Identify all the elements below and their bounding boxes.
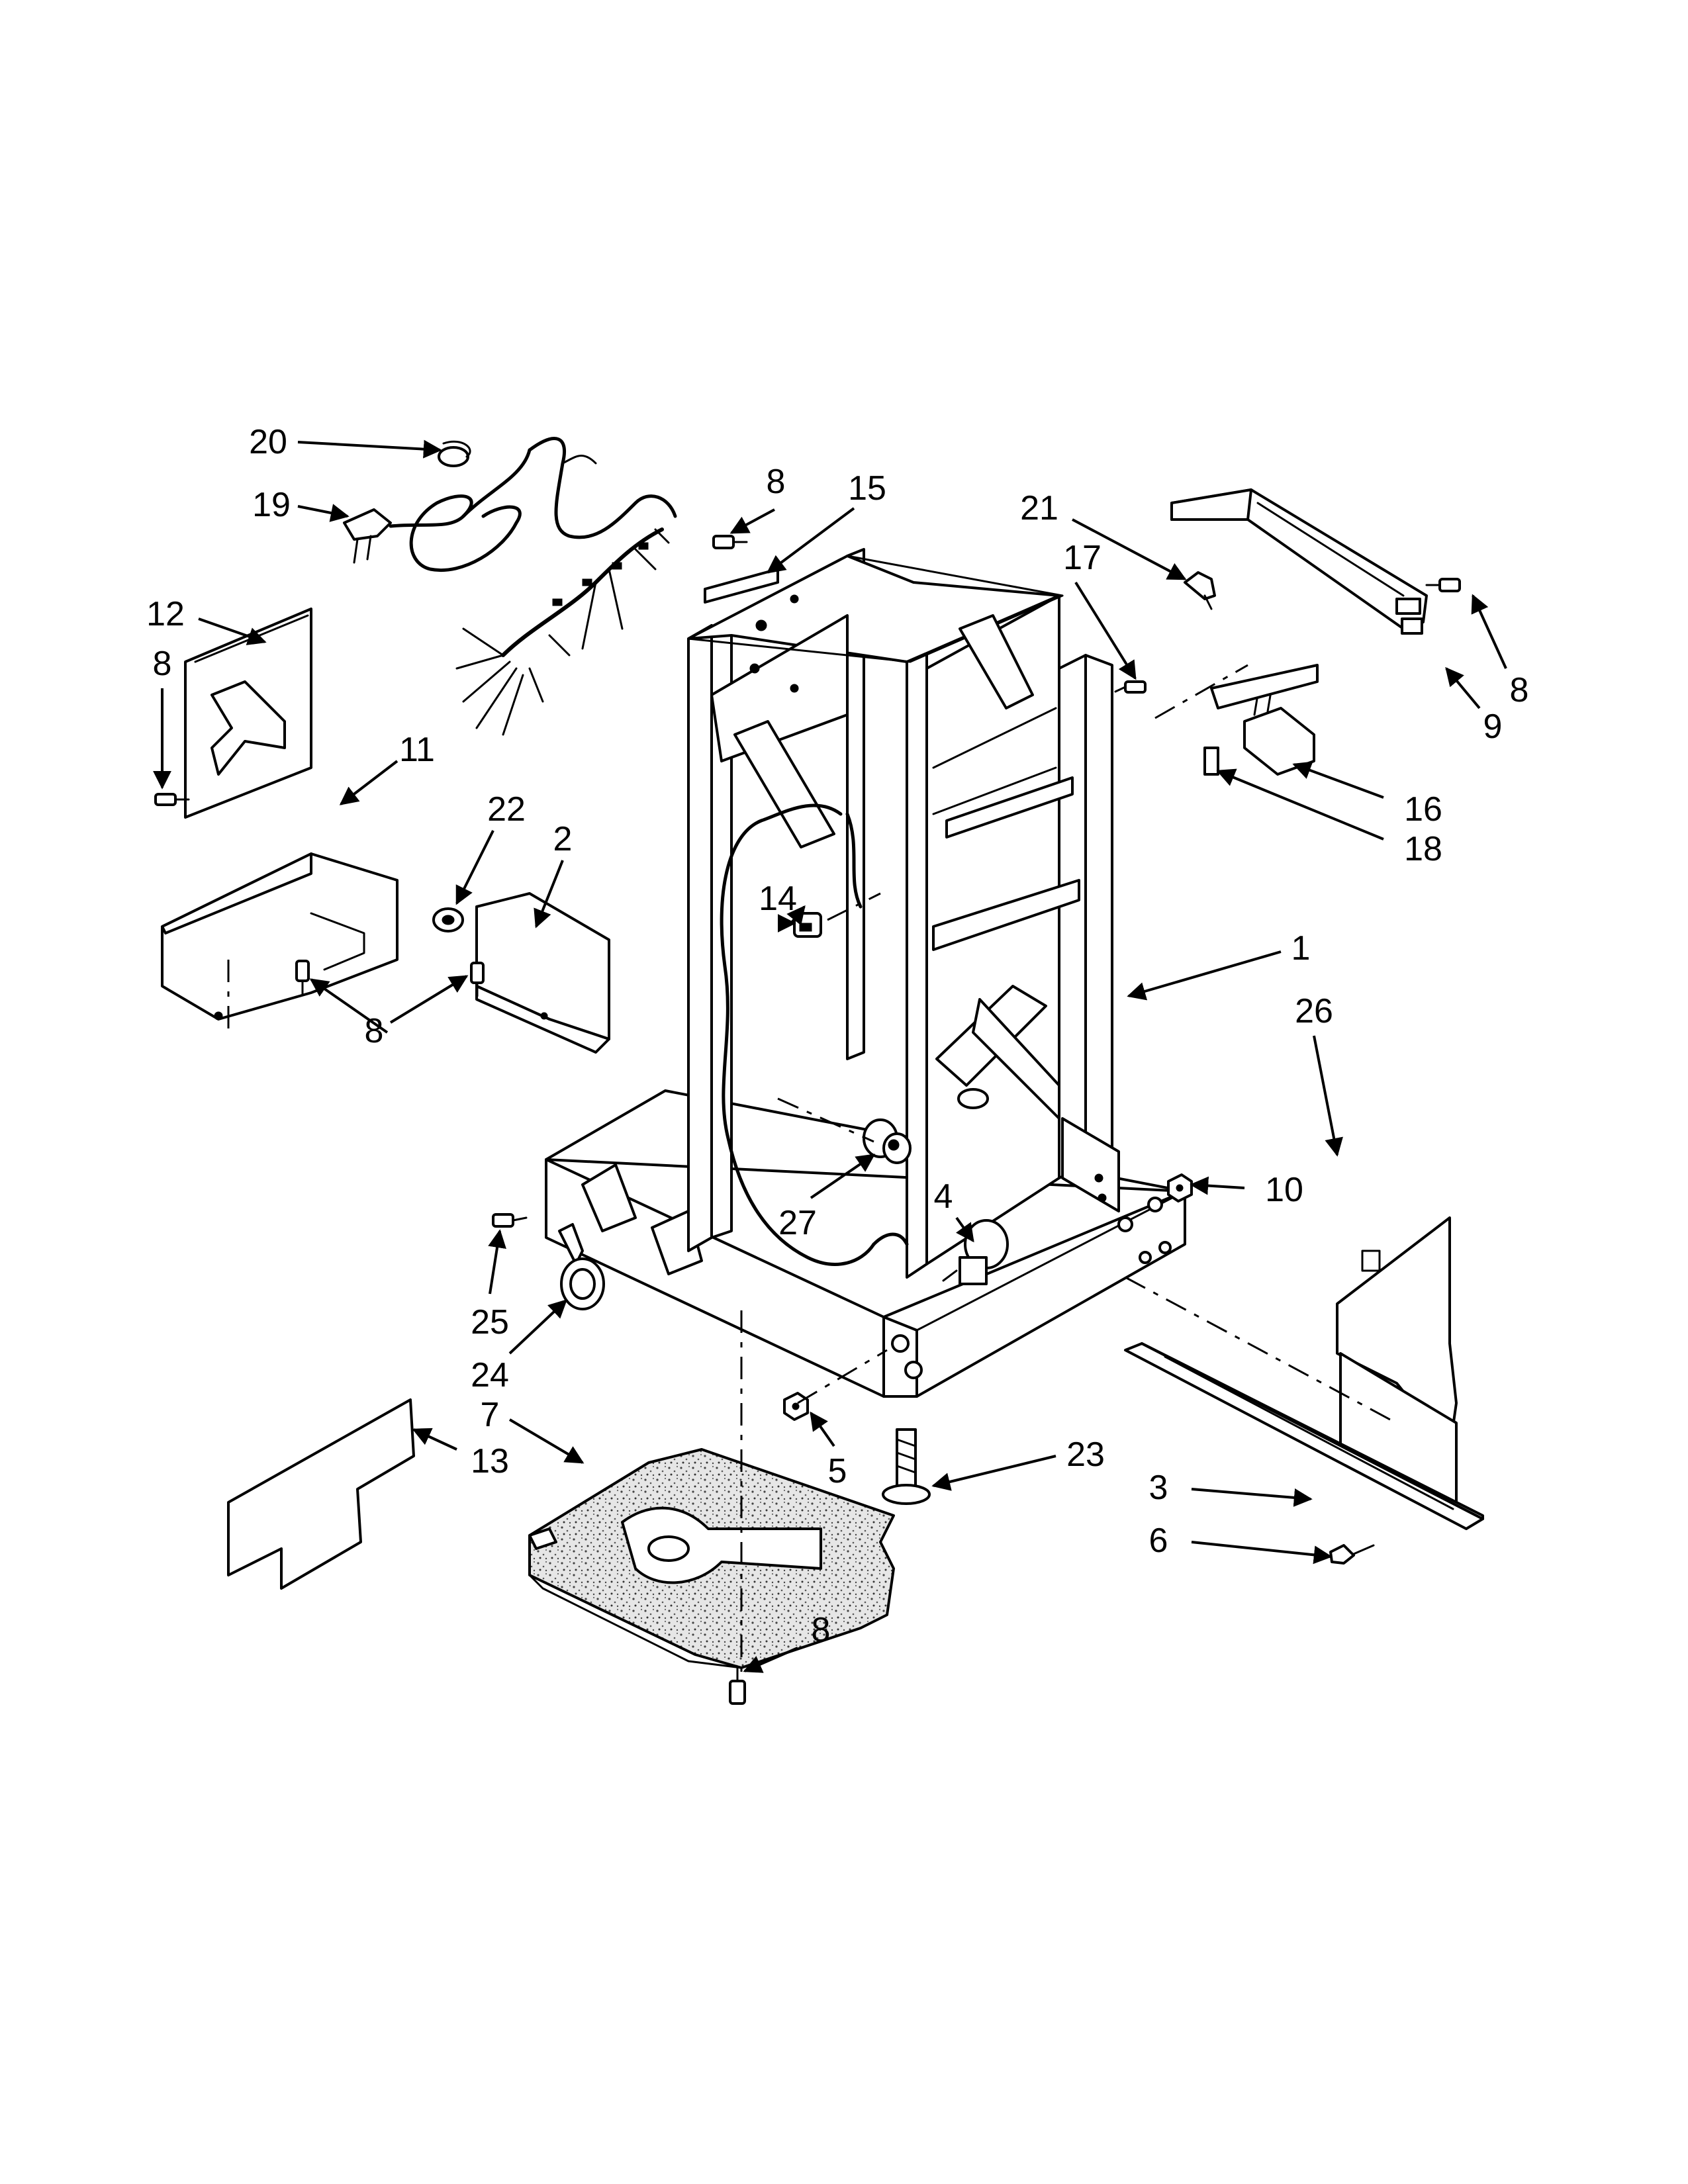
callout-23: 23 — [1066, 1435, 1105, 1474]
callout-11: 11 — [399, 731, 435, 769]
callout-1: 1 — [1291, 929, 1311, 968]
callout-18: 18 — [1404, 830, 1442, 868]
dash-nut — [797, 1349, 888, 1404]
power-cord — [343, 448, 532, 572]
callout-8-mid: 8 — [365, 1012, 384, 1050]
callout-20: 20 — [249, 423, 287, 461]
top-bracket — [1170, 488, 1428, 635]
leader-lines — [153, 439, 1507, 1673]
cabinet-frame — [545, 548, 1186, 1398]
callout-8-top: 8 — [767, 463, 786, 501]
rear-access-panel — [184, 608, 312, 819]
callout-8-right: 8 — [1510, 671, 1529, 709]
nut-10 — [1167, 1173, 1193, 1203]
callout-14: 14 — [759, 880, 797, 918]
callout-21: 21 — [1020, 489, 1058, 527]
switch-16-plate — [1210, 664, 1319, 709]
dash-rail — [1125, 1276, 1391, 1421]
callout-12: 12 — [146, 595, 185, 633]
screw-8-cover — [295, 960, 310, 995]
leveling-leg — [882, 1428, 931, 1505]
harness-clip — [438, 440, 471, 467]
side-panel-slot — [1361, 1250, 1381, 1272]
callout-8-bottom: 8 — [812, 1611, 831, 1649]
callout-15: 15 — [848, 469, 886, 508]
callout-22: 22 — [487, 790, 526, 829]
screw-25 — [492, 1213, 528, 1228]
caster — [558, 1223, 605, 1310]
callout-6: 6 — [1149, 1522, 1168, 1560]
pump-assembly — [942, 1219, 1009, 1285]
dash-top — [1154, 664, 1248, 719]
callout-13: 13 — [471, 1442, 509, 1480]
screw-6 — [1329, 1544, 1375, 1565]
callout-19: 19 — [252, 486, 291, 524]
callout-10: 10 — [1265, 1171, 1303, 1209]
callout-3: 3 — [1149, 1469, 1168, 1507]
switch-18 — [1203, 747, 1219, 776]
switch-bracket — [1243, 690, 1315, 776]
callout-27: 27 — [778, 1204, 817, 1242]
callout-5: 5 — [828, 1452, 847, 1490]
base-pad — [528, 1448, 895, 1669]
control-cover — [161, 852, 399, 1021]
callout-9: 9 — [1483, 707, 1503, 746]
bottom-rail-side — [1141, 1342, 1484, 1520]
dash-connector — [827, 892, 881, 921]
screw-8-right — [1425, 578, 1461, 592]
screw-8-top — [712, 535, 748, 549]
nut-5 — [783, 1392, 809, 1421]
wire-harness — [455, 437, 677, 736]
callout-4: 4 — [934, 1177, 953, 1216]
callout-25: 25 — [471, 1303, 509, 1342]
cabinet-wire-2 — [845, 812, 909, 1246]
callout-2: 2 — [553, 820, 573, 858]
callout-16: 16 — [1404, 790, 1442, 829]
trim-strip — [704, 568, 779, 604]
insulation-panel — [227, 1398, 415, 1590]
callout-24: 24 — [471, 1356, 509, 1394]
screw-8-bracket — [470, 962, 485, 997]
screw-17 — [1114, 680, 1147, 694]
screw-8-bottom — [729, 1663, 746, 1705]
screw-8-left — [154, 793, 190, 806]
callout-7: 7 — [481, 1396, 500, 1434]
hose-fitting — [863, 1118, 912, 1164]
dash-fitting — [777, 1097, 874, 1143]
wire-clip — [1184, 571, 1216, 610]
grommet — [432, 907, 464, 933]
callout-17: 17 — [1063, 539, 1102, 577]
connector — [793, 912, 822, 938]
callout-8-left: 8 — [153, 645, 172, 683]
cabinet-wire — [720, 803, 876, 1266]
callout-26: 26 — [1295, 992, 1333, 1030]
motor-bracket — [475, 892, 610, 1054]
